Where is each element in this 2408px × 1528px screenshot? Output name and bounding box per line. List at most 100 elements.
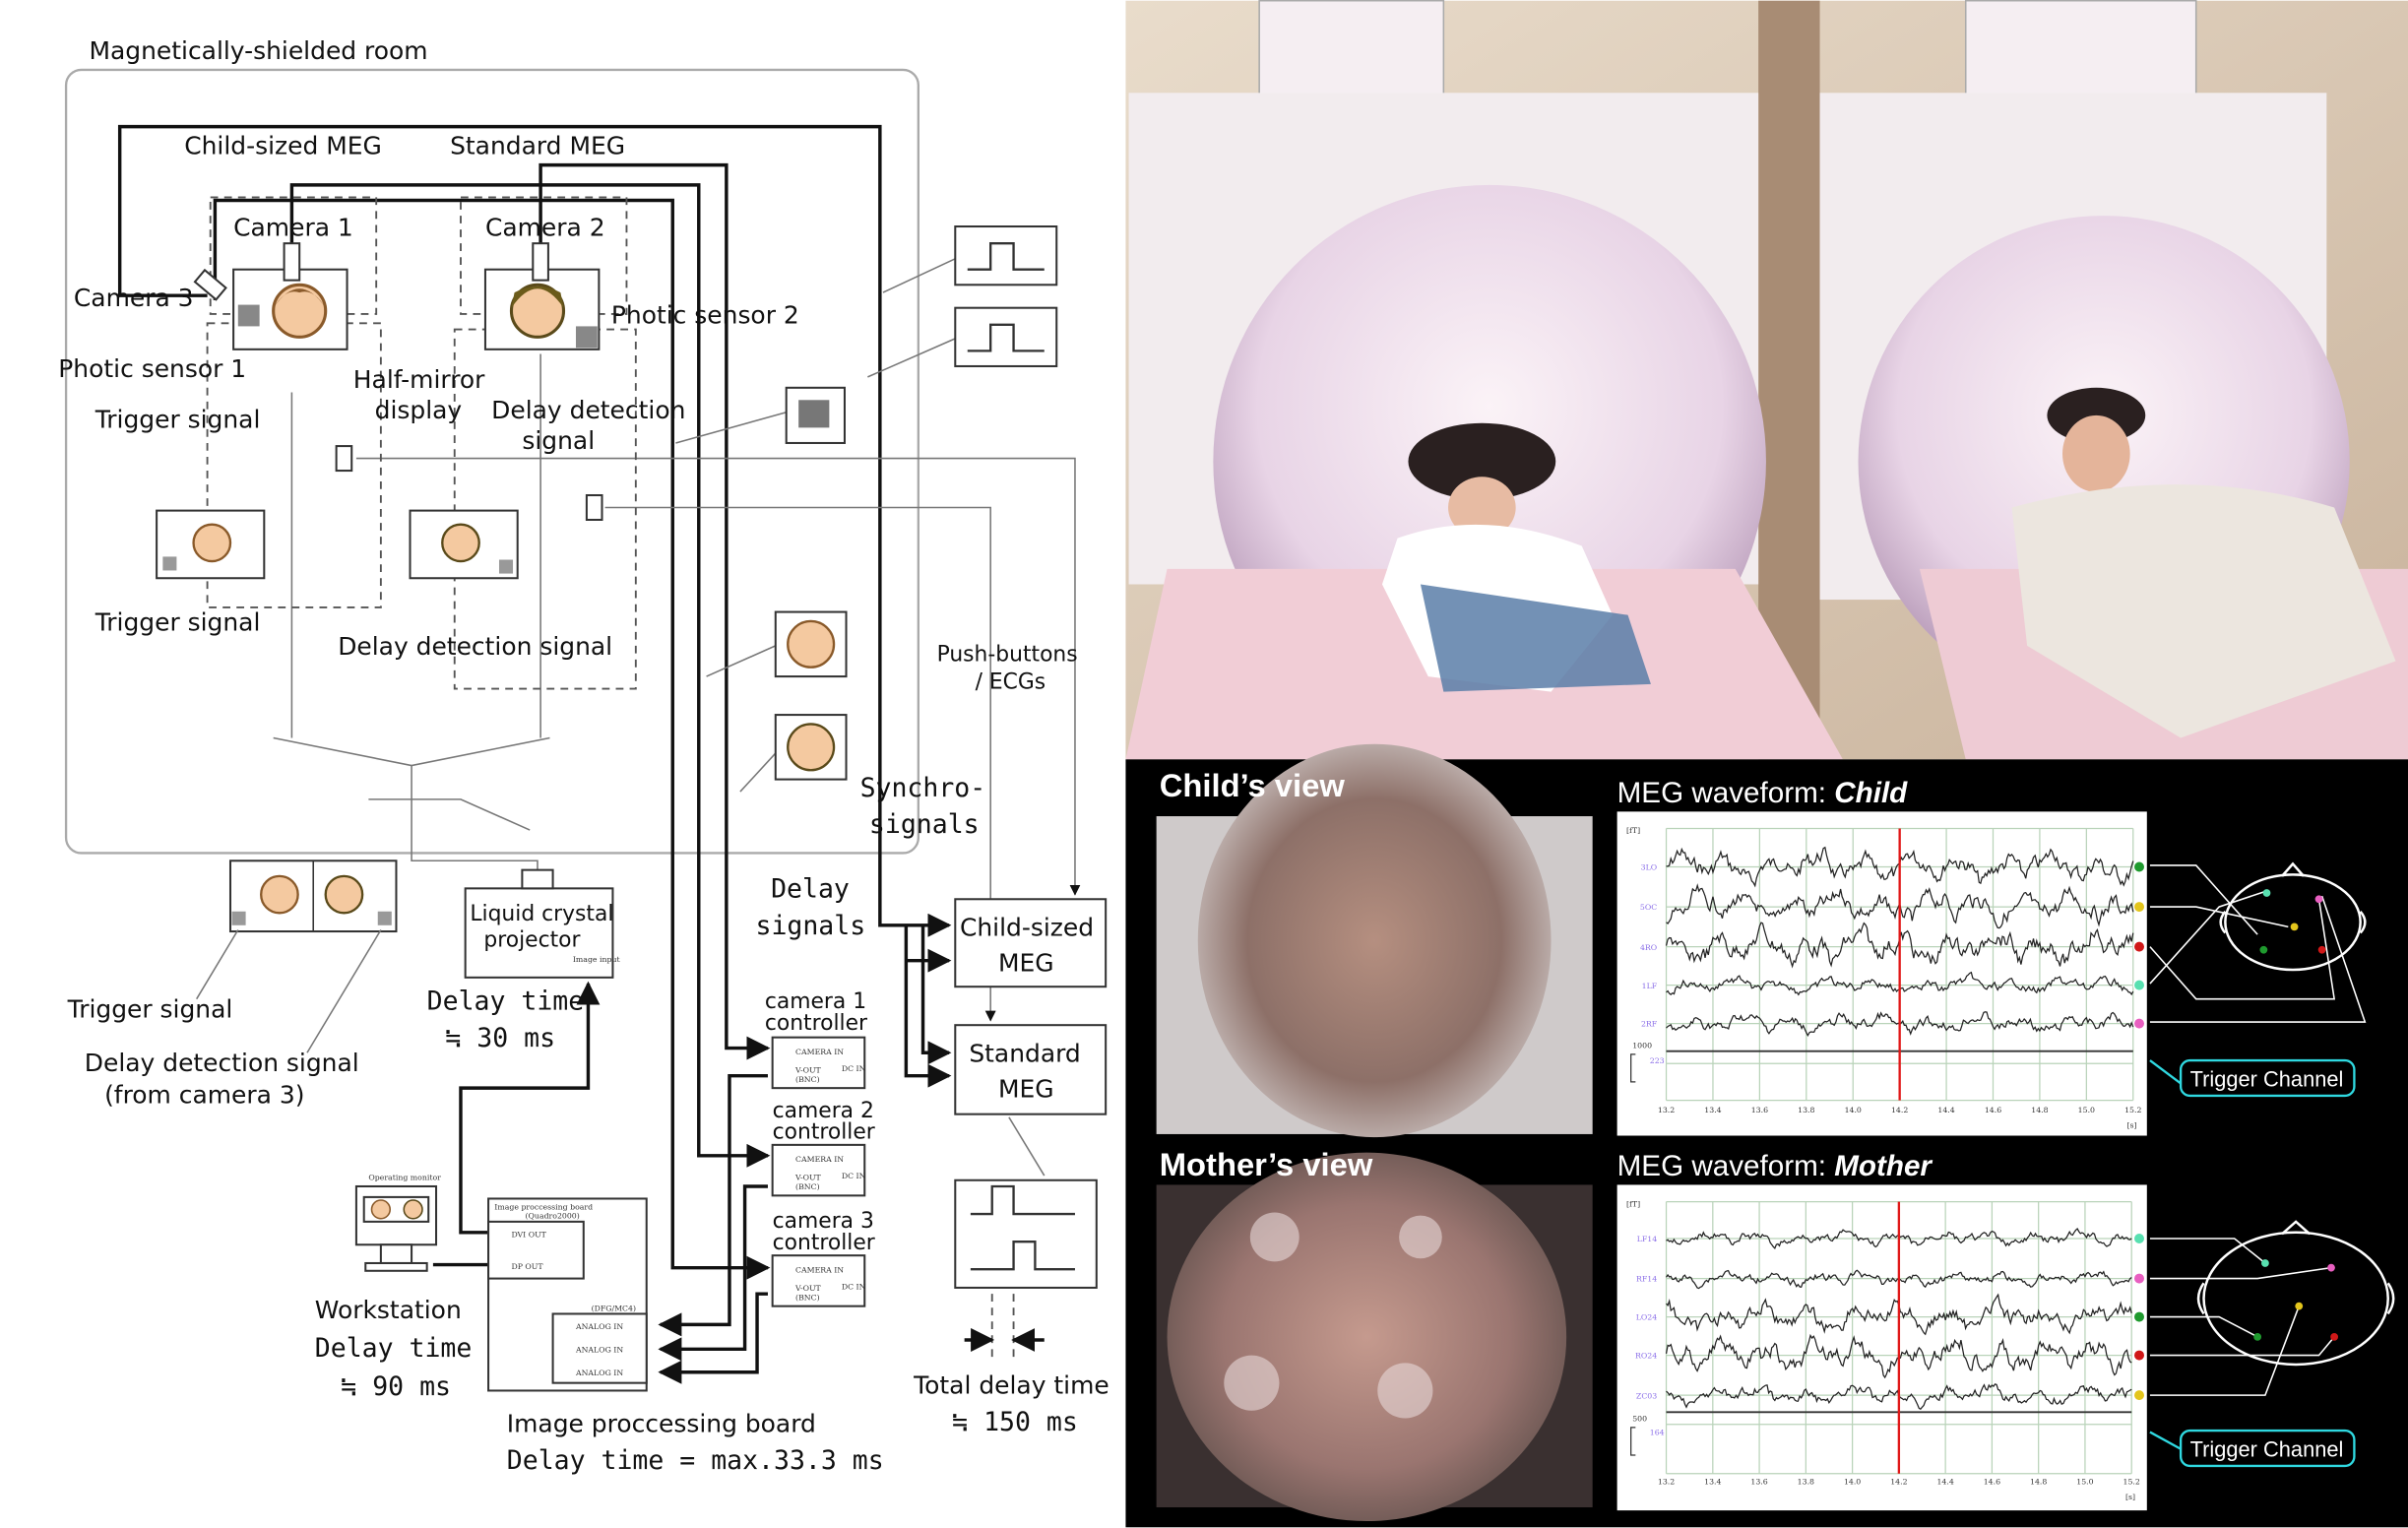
dp-out-port: DP OUT — [511, 1262, 543, 1271]
push-buttons-label-2: / ECGs — [976, 670, 1046, 695]
half-mirror-label-2: display — [375, 396, 463, 424]
scale-bar-label: 500 — [1632, 1415, 1647, 1424]
trigger-channel-label-2: Trigger Channel — [2190, 1437, 2344, 1462]
mother-meg-title: MEG waveform: Mother — [1617, 1150, 1933, 1182]
mother-head-map — [2149, 1220, 2395, 1396]
channel-label: 2RF — [1641, 1020, 1658, 1029]
child-view-video — [1156, 743, 1593, 1138]
cam1-ctrl-label-2: controller — [765, 1011, 867, 1036]
cam2-ctrl-label-2: controller — [773, 1120, 875, 1145]
meg-room-photo — [1125, 0, 2408, 760]
x-tick-label: 14.0 — [1844, 1478, 1861, 1487]
delay-detection-label-2: signal — [522, 426, 595, 455]
x-tick-label: 15.2 — [2123, 1478, 2140, 1487]
child-meg-box-label-1: Child-sized — [960, 914, 1094, 942]
cam1-v-out: V-OUT — [794, 1066, 821, 1075]
camera3-controller: camera 3 controller CAMERA IN V-OUT (BNC… — [771, 1209, 875, 1307]
cam2-ctrl-label-1: camera 2 — [773, 1099, 874, 1123]
ipb-inner-title: Image proccessing board — [494, 1202, 593, 1211]
x-tick-label: 14.6 — [1984, 1478, 2000, 1487]
cam3-ctrl-label-2: controller — [773, 1231, 875, 1255]
synchro-label-2: signals — [869, 809, 980, 840]
workstation-delay-value: ≒ 90 ms — [341, 1371, 451, 1402]
channel-label: 3LO — [1641, 863, 1658, 872]
child-trigger-channel-callout: Trigger Channel — [2149, 1058, 2356, 1098]
child-meg-box-label-2: MEG — [998, 949, 1054, 978]
push-buttons-label-1: Push-buttons — [937, 642, 1078, 667]
operating-monitor: Operating monitor — [354, 1174, 441, 1272]
x-tick-label: 14.2 — [1890, 1478, 1907, 1487]
delay-detection-cam3-1: Delay detection signal — [85, 1049, 359, 1077]
delay-detection-label-1: Delay detection — [491, 396, 685, 424]
synchro-label-1: Synchro- — [860, 773, 986, 803]
standard-meg-box-label-2: MEG — [998, 1075, 1054, 1104]
dfg-label: (DFG/MC4) — [592, 1304, 636, 1312]
y-unit-label: [fT] — [1626, 826, 1640, 835]
photic-sensor1-label: Photic sensor 1 — [58, 354, 246, 383]
cam2-bnc: (BNC) — [795, 1182, 820, 1191]
channel-marker-dot — [2132, 979, 2146, 991]
x-tick-label: 13.4 — [1704, 1106, 1721, 1114]
trigger-signal-bottom: Trigger signal — [67, 994, 233, 1023]
workstation-delay-label: Delay time — [315, 1333, 473, 1364]
camera2-controller: camera 2 controller CAMERA IN V-OUT (BNC… — [771, 1099, 875, 1197]
quadro-board — [487, 1220, 585, 1280]
camera1-controller: camera 1 controller CAMERA IN V-OUT (BNC… — [765, 989, 867, 1090]
cam3-dc-in: DC IN — [842, 1283, 866, 1292]
channel-marker-dot — [2132, 940, 2146, 953]
camera1-label: Camera 1 — [233, 213, 353, 241]
trigger-channel-id: 164 — [1650, 1429, 1665, 1437]
cam1-ctrl-label-1: camera 1 — [765, 989, 866, 1014]
lcd-projector-box — [464, 887, 614, 979]
channel-marker-dot — [2132, 1349, 2146, 1362]
cam1-camera-in: CAMERA IN — [795, 1048, 844, 1056]
cam3-ctrl-label-1: camera 3 — [773, 1209, 874, 1234]
standard-meg-box-label-1: Standard — [969, 1040, 1080, 1068]
projector-label-2: projector — [483, 928, 580, 953]
child-meg-box — [954, 898, 1108, 988]
trigger-signal-label: Trigger signal — [95, 405, 261, 433]
delay-detection-label-3: Delay detection signal — [338, 632, 612, 661]
x-tick-label: 15.2 — [2124, 1106, 2141, 1114]
child-view-title: Child’s view — [1160, 767, 1346, 803]
x-tick-label: 14.6 — [1985, 1106, 2001, 1114]
delay-signals-label-1: Delay — [771, 874, 850, 905]
x-tick-label: 13.2 — [1658, 1478, 1675, 1487]
cam2-camera-in: CAMERA IN — [795, 1155, 844, 1164]
child-meg-top-label: Child-sized MEG — [184, 132, 382, 160]
channel-label: 1LF — [1642, 982, 1658, 990]
channel-marker-dot — [2132, 900, 2146, 914]
total-delay-value: ≒ 150 ms — [952, 1407, 1078, 1437]
scale-bar — [1630, 1053, 1636, 1083]
camera2-icon — [532, 242, 549, 282]
photic-sensor1-icon — [237, 304, 260, 327]
x-tick-label: 13.8 — [1798, 1106, 1814, 1114]
chart-background — [1616, 811, 2147, 1136]
delay-signals-label-2: signals — [755, 911, 865, 941]
x-tick-label: 13.8 — [1798, 1478, 1814, 1487]
x-tick-label: 14.8 — [2031, 1106, 2048, 1114]
meg-prefix: MEG waveform: — [1617, 777, 1835, 809]
cam1-bnc: (BNC) — [795, 1075, 820, 1084]
ipb-delay: Delay time = max.33.3 ms — [507, 1445, 884, 1476]
child-head-map — [2149, 861, 2367, 1023]
channel-label: LF14 — [1637, 1235, 1658, 1243]
channel-marker-dot — [2132, 1017, 2146, 1030]
camera3-label: Camera 3 — [74, 284, 194, 312]
x-unit-label: [s] — [2127, 1121, 2137, 1130]
ipb-label: Image proccessing board — [507, 1410, 816, 1438]
pulse-box-total — [954, 1178, 1098, 1289]
x-tick-label: 15.0 — [2076, 1478, 2093, 1487]
x-tick-label: 13.6 — [1751, 1106, 1768, 1114]
trigger-signal-label-2: Trigger signal — [95, 607, 261, 636]
scale-bar — [1630, 1427, 1636, 1456]
push-button-2-icon — [585, 493, 603, 521]
chart-background — [1616, 1184, 2147, 1511]
cam3-camera-in: CAMERA IN — [795, 1265, 844, 1274]
ipb-inner-subtitle: (Quadro2000) — [526, 1212, 580, 1221]
pulse-box-1 — [954, 225, 1058, 286]
